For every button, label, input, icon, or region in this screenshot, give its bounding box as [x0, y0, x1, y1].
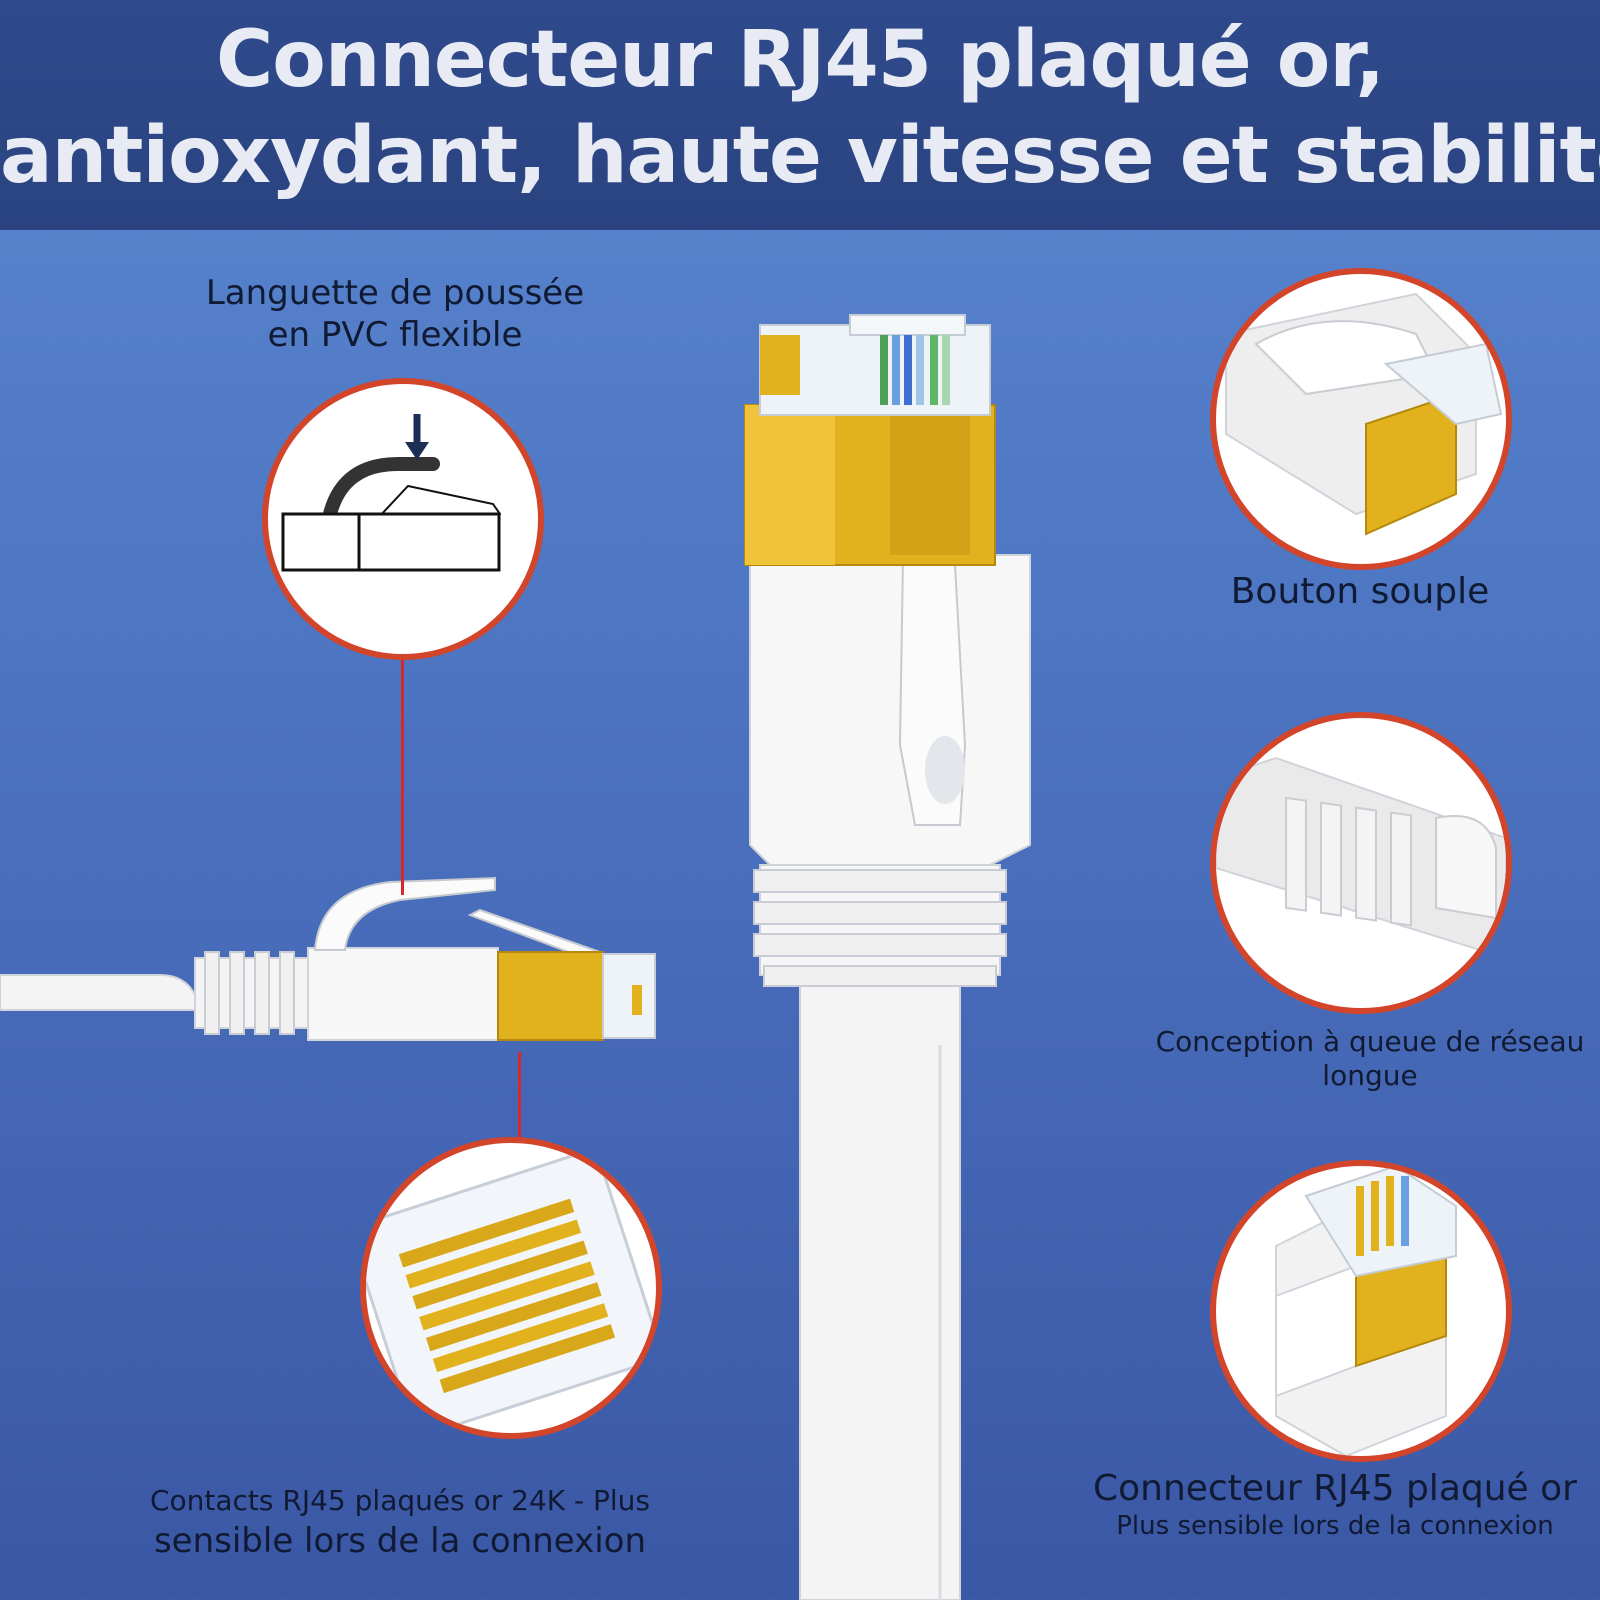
leader-line-bottom — [518, 1052, 521, 1164]
side-rj45-plug-icon — [0, 876, 656, 1041]
gold-connector-label-line2: Plus sensible lors de la connexion — [1116, 1511, 1554, 1541]
title-line-2: antioxydant, haute vitesse et stabilité — [0, 111, 1600, 201]
gold-connector-label-line1: Connecteur RJ45 plaqué or — [1093, 1468, 1577, 1509]
push-tab-label-line1: Languette de poussée — [205, 273, 585, 313]
push-tab-label-line2: en PVC flexible — [267, 315, 523, 355]
main-rj45-plug-icon — [744, 314, 1031, 1600]
gold-contacts-icon — [366, 1146, 656, 1433]
push-tab-label: Languette de poussée en PVC flexible — [150, 272, 640, 356]
title-banner: Connecteur RJ45 plaqué or, antioxydant, … — [0, 0, 1600, 230]
push-tab-diagram-icon — [281, 414, 502, 572]
contacts-label-line1: Contacts RJ45 plaqués or 24K - Plus — [149, 1484, 651, 1517]
soft-button-circle — [1210, 268, 1512, 570]
soft-button-label: Bouton souple — [1230, 571, 1490, 612]
gold-connector-label: Connecteur RJ45 plaqué or Plus sensible … — [1070, 1468, 1600, 1542]
long-tail-label: Conception à queue de réseau longue — [1140, 1025, 1600, 1093]
long-tail-label-line2: longue — [1322, 1059, 1418, 1092]
gold-connector-icon — [1275, 1166, 1457, 1456]
title-line-1: Connecteur RJ45 plaqué or, — [216, 15, 1385, 105]
soft-button-plug-icon — [1225, 292, 1503, 536]
long-tail-label-line1: Conception à queue de réseau — [1155, 1025, 1585, 1058]
gold-connector-circle — [1210, 1160, 1512, 1462]
contacts-circle — [360, 1137, 662, 1439]
push-tab-circle — [262, 378, 544, 660]
arrow-down-icon — [405, 414, 429, 460]
strain-relief-icon — [1216, 756, 1506, 960]
contacts-label-line2: sensible lors de la connexion — [153, 1521, 647, 1561]
leader-line-top — [401, 655, 404, 895]
long-tail-circle — [1210, 712, 1512, 1014]
contacts-label: Contacts RJ45 plaqués or 24K - Plus sens… — [100, 1483, 700, 1563]
